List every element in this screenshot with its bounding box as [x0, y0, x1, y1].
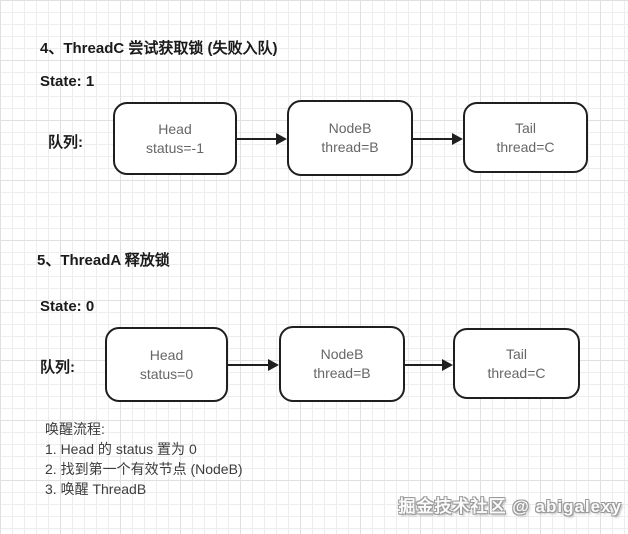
- arrow-shaft: [237, 138, 276, 140]
- node-nodeb-1: NodeB thread=B: [287, 100, 413, 176]
- node-tail-2: Tail thread=C: [453, 328, 580, 399]
- arrow-shaft: [228, 364, 268, 366]
- node-head-2: Head status=0: [105, 327, 228, 402]
- section2-title: 5、ThreadA 释放锁: [37, 252, 170, 269]
- node-tail-1: Tail thread=C: [463, 102, 588, 173]
- node-attr: thread=B: [313, 365, 371, 381]
- wakeup-notes: 唤醒流程: 1. Head 的 status 置为 0 2. 找到第一个有效节点…: [45, 419, 243, 499]
- notes-item-3: 3. 唤醒 ThreadB: [45, 481, 147, 497]
- node-attr: thread=C: [487, 364, 546, 381]
- section1-title: 4、ThreadC 尝试获取锁 (失败入队): [40, 40, 278, 57]
- section2-queue-label: 队列:: [40, 359, 75, 376]
- node-head-1: Head status=-1: [113, 102, 237, 175]
- arrowhead-icon: [442, 359, 453, 371]
- arrowhead-icon: [276, 133, 287, 145]
- arrow-connector: [405, 359, 453, 371]
- node-title: Tail: [505, 345, 527, 362]
- node-attr: status=0: [139, 365, 194, 382]
- notes-item-2: 2. 找到第一个有效节点 (NodeB): [45, 461, 243, 477]
- arrowhead-icon: [452, 133, 463, 145]
- arrow-connector: [237, 133, 287, 145]
- arrow-shaft: [405, 364, 442, 366]
- arrow-shaft: [413, 138, 452, 140]
- node-title: Head: [158, 120, 192, 137]
- node-attr: thread=C: [496, 138, 555, 155]
- node-nodeb-2: NodeB thread=B: [279, 326, 405, 402]
- arrow-connector: [413, 133, 463, 145]
- node-attr: status=-1: [146, 139, 204, 156]
- notes-title: 唤醒流程:: [45, 421, 105, 437]
- node-title: Head: [149, 346, 184, 363]
- section2-state: State: 0: [40, 298, 95, 315]
- section1-state: State: 1: [40, 73, 95, 90]
- section1-queue-label: 队列:: [48, 134, 83, 151]
- notes-item-1: 1. Head 的 status 置为 0: [45, 441, 197, 457]
- node-title: Tail: [514, 119, 536, 136]
- node-title: NodeB: [328, 120, 372, 136]
- watermark: 掘金技术社区 @ abigalexy: [398, 497, 622, 516]
- node-title: NodeB: [320, 346, 364, 362]
- arrowhead-icon: [268, 359, 279, 371]
- arrow-connector: [228, 359, 279, 371]
- node-attr: thread=B: [321, 139, 379, 155]
